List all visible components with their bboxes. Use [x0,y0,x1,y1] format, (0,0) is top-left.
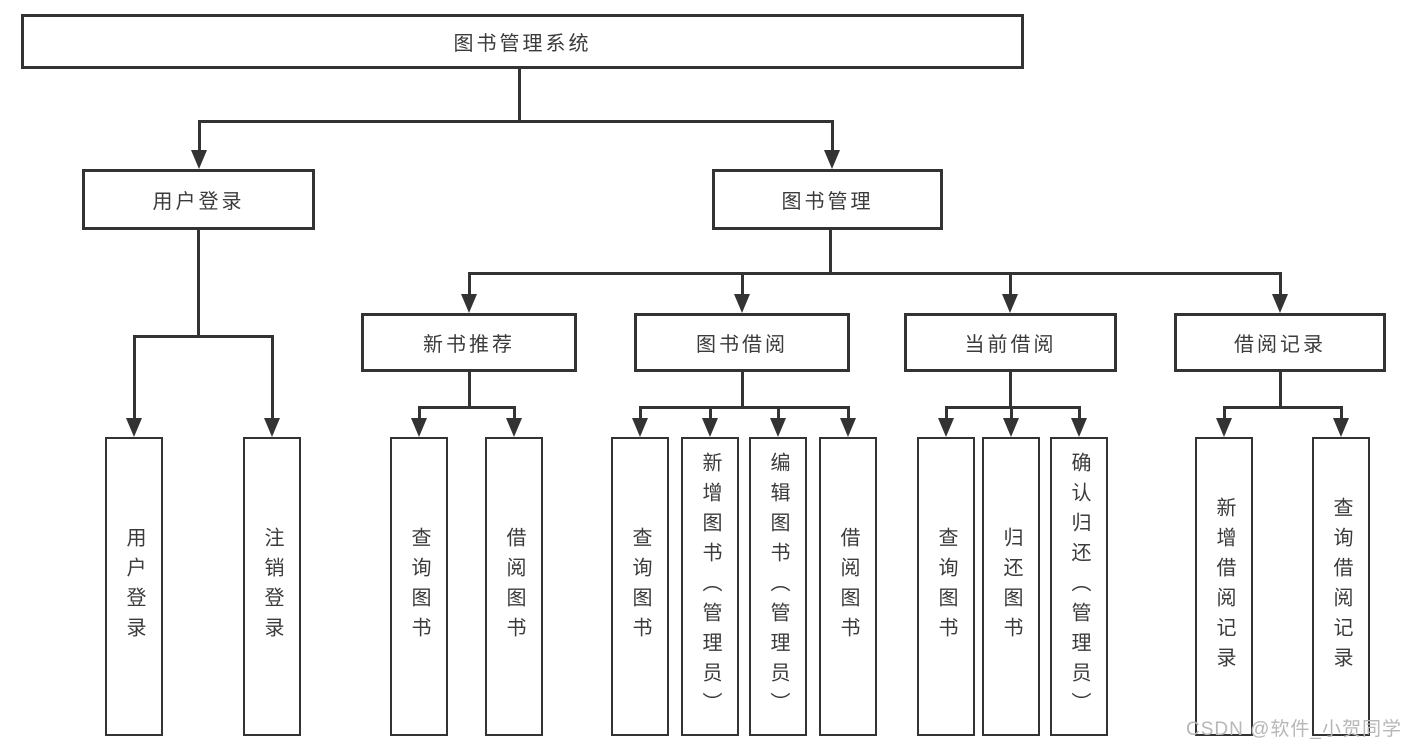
arrow-down-icon [824,150,840,169]
leaf-query-books-borrowing: 查询图书 [611,437,669,736]
leaf-borrow-books-borrowing-label: 借阅图书 [837,526,859,647]
connector-line [1279,272,1282,298]
connector-line [741,272,744,298]
arrow-down-icon [126,418,142,437]
arrow-down-icon [506,418,522,437]
connector-line [741,370,744,406]
connector-line [197,228,200,335]
node-root-label: 图书管理系统 [453,33,592,55]
leaf-borrow-books-recommend: 借阅图书 [485,437,543,736]
connector-line [945,406,948,422]
leaf-add-book-admin: 新增图书（管理员） [681,437,739,736]
arrow-down-icon [461,294,477,313]
leaf-return-books: 归还图书 [982,437,1040,736]
arrow-down-icon [1003,418,1019,437]
node-book-borrowing: 图书借阅 [634,313,850,372]
leaf-logout: 注销登录 [243,437,301,736]
leaf-edit-book-admin-label: 编辑图书（管理员） [767,451,789,722]
connector-line [945,406,1081,409]
node-user-login: 用户登录 [82,169,315,230]
leaf-edit-book-admin: 编辑图书（管理员） [749,437,807,736]
leaf-confirm-return-admin-label: 确认归还（管理员） [1068,451,1090,722]
connector-line [639,406,642,422]
node-root: 图书管理系统 [21,14,1024,69]
connector-line [468,370,471,406]
node-user-login-label: 用户登录 [152,191,245,213]
arrow-down-icon [702,418,718,437]
connector-line [518,69,521,120]
arrow-down-icon [1216,418,1232,437]
arrow-down-icon [840,418,856,437]
leaf-user-login: 用户登录 [105,437,163,736]
node-new-book-recommend: 新书推荐 [361,313,577,372]
leaf-confirm-return-admin: 确认归还（管理员） [1050,437,1108,736]
connector-line [198,120,834,123]
leaf-query-books-current-label: 查询图书 [935,526,957,647]
leaf-logout-label: 注销登录 [261,526,283,647]
connector-line [1279,370,1282,406]
node-book-management-label: 图书管理 [781,191,874,213]
leaf-query-borrow-record-label: 查询借阅记录 [1330,496,1352,677]
node-current-borrowing-label: 当前借阅 [964,334,1057,356]
arrow-down-icon [411,418,427,437]
arrow-down-icon [1071,418,1087,437]
connector-line [639,406,850,409]
leaf-query-borrow-record: 查询借阅记录 [1312,437,1370,736]
node-borrowing-records: 借阅记录 [1174,313,1386,372]
leaf-borrow-books-borrowing: 借阅图书 [819,437,877,736]
connector-line [1078,406,1081,422]
leaf-add-book-admin-label: 新增图书（管理员） [699,451,721,722]
arrow-down-icon [770,418,786,437]
leaf-query-books-borrowing-label: 查询图书 [629,526,651,647]
connector-line [709,406,712,422]
connector-line [418,406,421,422]
connector-line [1009,370,1012,406]
connector-line [1223,406,1226,422]
connector-line [198,120,201,152]
node-new-book-recommend-label: 新书推荐 [423,334,515,356]
connector-line [468,272,1282,275]
arrow-down-icon [264,418,280,437]
connector-line [133,335,136,421]
node-book-management: 图书管理 [712,169,943,230]
connector-line [829,228,832,272]
arrow-down-icon [191,150,207,169]
node-borrowing-records-label: 借阅记录 [1234,334,1326,356]
connector-line [271,335,274,421]
connector-line [133,335,274,338]
node-current-borrowing: 当前借阅 [904,313,1117,372]
connector-line [513,406,516,422]
csdn-watermark: CSDN @软件_小贺同学 [1186,719,1402,740]
connector-line [831,120,834,152]
connector-line [468,272,471,298]
node-book-borrowing-label: 图书借阅 [696,334,788,356]
leaf-borrow-books-recommend-label: 借阅图书 [503,526,525,647]
leaf-return-books-label: 归还图书 [1000,526,1022,647]
connector-line [847,406,850,422]
arrow-down-icon [1272,294,1288,313]
arrow-down-icon [1002,294,1018,313]
arrow-down-icon [938,418,954,437]
leaf-user-login-label: 用户登录 [123,526,145,647]
connector-line [1340,406,1343,422]
leaf-query-books-current: 查询图书 [917,437,975,736]
connector-line [1223,406,1343,409]
leaf-query-books-recommend-label: 查询图书 [408,526,430,647]
connector-line [1010,406,1013,422]
leaf-add-borrow-record-label: 新增借阅记录 [1213,496,1235,677]
connector-line [418,406,516,409]
connector-line [1009,272,1012,298]
connector-line [777,406,780,422]
arrow-down-icon [734,294,750,313]
leaf-add-borrow-record: 新增借阅记录 [1195,437,1253,736]
arrow-down-icon [632,418,648,437]
leaf-query-books-recommend: 查询图书 [390,437,448,736]
arrow-down-icon [1333,418,1349,437]
